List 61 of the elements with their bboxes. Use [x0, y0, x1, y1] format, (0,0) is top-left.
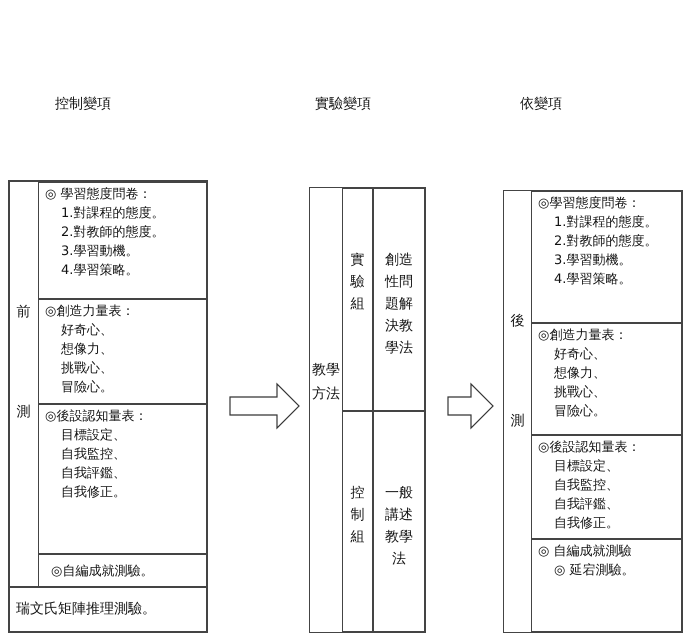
- list-cell: [38, 299, 208, 404]
- group-box: [503, 190, 683, 633]
- list-heading: ◎自編成就測驗。: [50, 563, 154, 581]
- list-item: 目標設定、: [60, 427, 127, 445]
- group-label-cell: [342, 188, 373, 411]
- list-cell: [531, 323, 682, 435]
- block-arrow: [447, 382, 494, 430]
- list-item: 自我評鑑、: [553, 496, 620, 514]
- list-heading: ◎創造力量表：: [537, 327, 628, 345]
- list-cell: [531, 191, 682, 323]
- list-item: 挑戰心、: [553, 384, 607, 402]
- list-item: 好奇心、: [553, 346, 607, 364]
- list-item: 冒險心。: [60, 379, 114, 397]
- group-label-cell: [342, 411, 373, 632]
- column-heading: 控制變項: [55, 95, 111, 113]
- list-item: 想像力、: [553, 365, 607, 383]
- group-box: [309, 187, 426, 633]
- list-cell: [531, 435, 682, 539]
- method-cell: [373, 188, 425, 411]
- list-item: 冒險心。: [553, 403, 607, 421]
- list-item: 4.學習策略。: [553, 271, 632, 289]
- list-item: 1.對課程的態度。: [60, 205, 166, 223]
- list-heading: 瑞文氏矩陣推理測驗。: [15, 600, 157, 619]
- group-label: 實驗組: [349, 251, 366, 314]
- list-item: 目標設定、: [553, 458, 620, 476]
- list-heading: ◎後設認知量表：: [537, 439, 642, 457]
- list-item: 自我監控、: [553, 477, 620, 495]
- list-cell: [531, 539, 682, 632]
- list-heading: ◎後設認知量表：: [44, 408, 148, 426]
- list-item: 好奇心、: [60, 322, 114, 340]
- column-heading: 依變項: [520, 95, 562, 113]
- method-cell: [373, 411, 425, 632]
- group-label: 後測: [510, 312, 526, 431]
- list-item: 4.學習策略。: [60, 262, 140, 280]
- list-item: ◎ 延宕測驗。: [553, 562, 636, 580]
- list-item: 1.對課程的態度。: [553, 214, 658, 232]
- list-item: 2.對教師的態度。: [553, 233, 658, 251]
- list-item: 3.學習動機。: [553, 252, 632, 270]
- column-heading: 實驗變項: [315, 95, 371, 113]
- list-item: 自我監控、: [60, 446, 127, 464]
- method-label: 創造性問題解決教學法: [384, 251, 414, 358]
- list-item: 想像力、: [60, 341, 114, 359]
- list-item: 自我修正。: [60, 484, 127, 502]
- list-item: 挑戰心、: [60, 360, 114, 378]
- list-heading: ◎ 學習態度問卷：: [44, 186, 152, 204]
- list-cell: [38, 404, 208, 554]
- list-heading: ◎ 自編成就測驗: [537, 543, 632, 561]
- list-heading: ◎創造力量表：: [44, 303, 136, 321]
- list-heading: ◎學習態度問卷：: [537, 195, 642, 213]
- group-label: 控制組: [350, 484, 366, 547]
- list-item: 自我修正。: [553, 515, 620, 533]
- list-item: 自我評鑑、: [60, 465, 127, 483]
- text-cell: [9, 587, 207, 632]
- group-label: 教學方法: [311, 361, 341, 404]
- list-item: 2.對教師的態度。: [60, 224, 166, 242]
- list-item: 3.學習動機。: [60, 243, 140, 261]
- group-label: 前測: [16, 303, 32, 422]
- block-arrow: [229, 382, 300, 430]
- list-cell: [38, 554, 208, 588]
- list-cell: [38, 182, 208, 299]
- method-label: 一般講述教學法: [384, 484, 414, 569]
